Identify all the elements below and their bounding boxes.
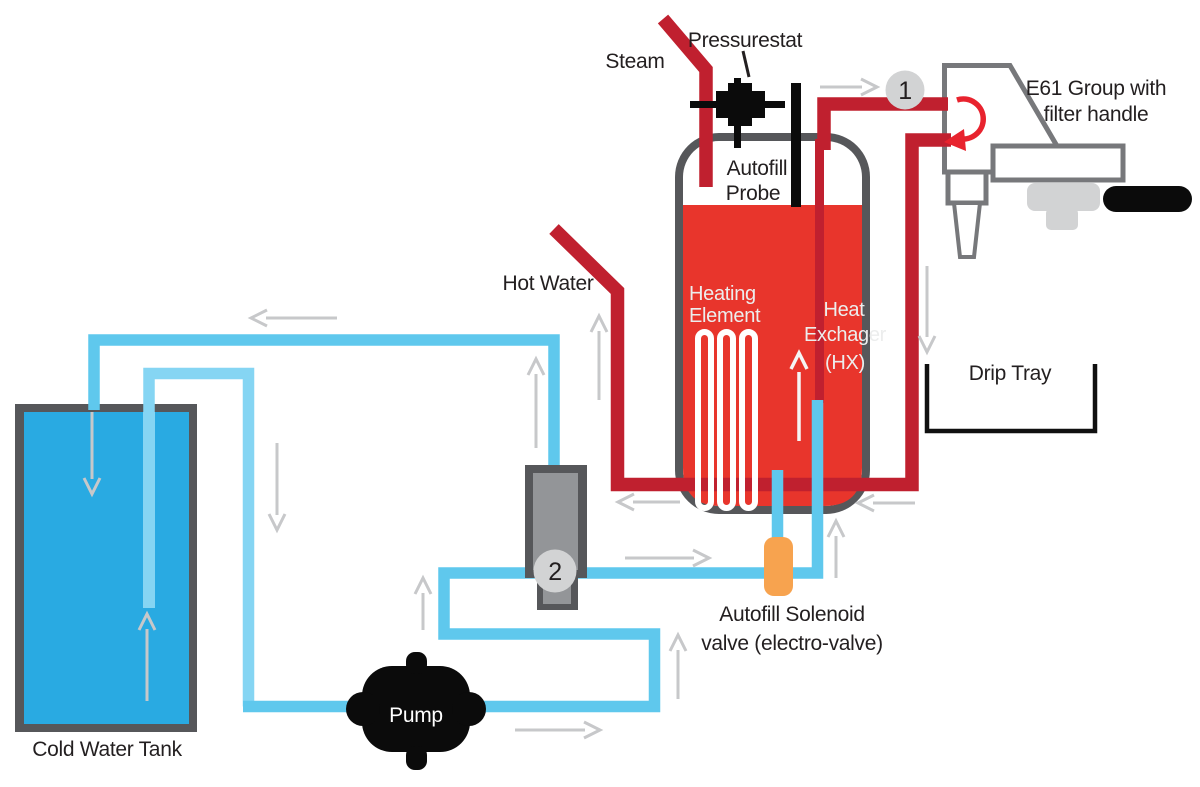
marker-2-number: 2 — [548, 558, 562, 586]
cold-water-tank — [15, 404, 197, 732]
tank-water — [24, 412, 189, 724]
flow-arrow-up-pump-riser — [413, 574, 433, 630]
pump: Pump — [346, 652, 486, 770]
marker-1: 1 — [885, 70, 925, 110]
pump-bottom-stub — [406, 746, 427, 770]
pump-label: Pump — [389, 704, 443, 727]
flow-arrow-left-tank-return — [247, 308, 337, 328]
steam-label: Steam — [605, 50, 664, 73]
solenoid-label-line2: valve (electro-valve) — [701, 632, 883, 655]
flow-arrow-down-into-tank — [82, 412, 102, 498]
pump-top-stub — [406, 652, 427, 674]
e61-group-label-line1: E61 Group with — [1026, 77, 1167, 100]
autofill-probe-label-line2: Probe — [726, 182, 781, 205]
autofill-probe — [791, 83, 801, 207]
flow-arrow-right-pump-out — [515, 720, 604, 740]
drip-tray-label: Drip Tray — [969, 362, 1052, 385]
pressurestat-label: Pressurestat — [688, 29, 803, 52]
coil-loop — [739, 329, 758, 511]
hot-water-and-group-return-pipe — [549, 133, 951, 492]
steam-pipe — [657, 14, 713, 187]
opv-device — [525, 465, 587, 610]
portafilter — [1027, 183, 1100, 211]
pressurestat-pointer-line — [741, 50, 751, 78]
coil-loop — [717, 329, 736, 511]
flow-arrow-right-to-group — [820, 77, 881, 97]
heating-element-coil — [695, 329, 758, 511]
filter-handle-body — [990, 143, 1126, 183]
boiler-up-flow-arrow — [789, 349, 809, 441]
portafilter-stub — [1046, 208, 1078, 230]
autofill-probe-label-line1: Autofill — [727, 157, 788, 180]
portafilter-handle — [1103, 186, 1192, 212]
flow-arrow-up-hx-feed — [826, 517, 846, 578]
flow-arrow-up-pickup — [137, 610, 157, 701]
marker-1-number: 1 — [898, 77, 912, 105]
pump-pressure-line — [243, 400, 824, 713]
group-flow-arrow-arc — [956, 96, 986, 142]
pump-inlet-boss — [346, 692, 380, 726]
group-flow-arrow-head — [944, 129, 966, 151]
tank-return-line — [88, 334, 560, 465]
heat-exchanger-label-line3: (HX) — [825, 352, 865, 374]
e61-spout — [951, 201, 983, 259]
heat-exchanger-tube — [815, 139, 824, 403]
marker-1-circle — [885, 70, 925, 110]
pressurestat-block-v — [728, 83, 752, 126]
pressurestat-valve — [690, 78, 785, 148]
drip-tray — [924, 364, 1098, 434]
heating-element-label-line1: Heating — [689, 283, 756, 305]
pump-body — [362, 666, 470, 752]
cold-water-tank-label: Cold Water Tank — [32, 738, 182, 761]
e61-group — [942, 63, 1192, 259]
pump-outlet-boss — [452, 692, 486, 726]
flow-arrow-right-feed — [625, 548, 713, 568]
group-flow-arrow — [944, 96, 986, 151]
e61-head-outline — [942, 63, 1060, 174]
flow-arrow-left-return-left — [614, 492, 680, 512]
marker-2: 2 — [533, 549, 577, 593]
coil-loop — [695, 329, 714, 511]
flow-arrow-down-group-return — [917, 266, 937, 356]
flow-arrow-down-suction — [267, 443, 287, 534]
flow-arrow-up-hot-water — [589, 312, 609, 400]
tank-suction-line — [143, 367, 255, 707]
heating-element-label-line2: Element — [689, 305, 761, 327]
heat-exchanger-label-line1: Heat — [823, 299, 865, 321]
heat-exchanger-label-line2: Exchager — [804, 324, 887, 346]
autofill-solenoid-valve — [764, 537, 793, 596]
marker-2-circle — [533, 549, 577, 593]
e61-neck — [945, 169, 989, 206]
flow-arrow-left-return-right — [854, 493, 915, 513]
e61-group-label-line2: filter handle — [1044, 103, 1149, 126]
hot-water-label: Hot Water — [502, 272, 593, 295]
flow-arrow-up-solenoid-riser — [668, 631, 688, 699]
flow-arrows — [82, 77, 937, 740]
flow-arrow-up-opv-return — [526, 355, 546, 448]
solenoid-label-line1: Autofill Solenoid — [719, 603, 865, 626]
